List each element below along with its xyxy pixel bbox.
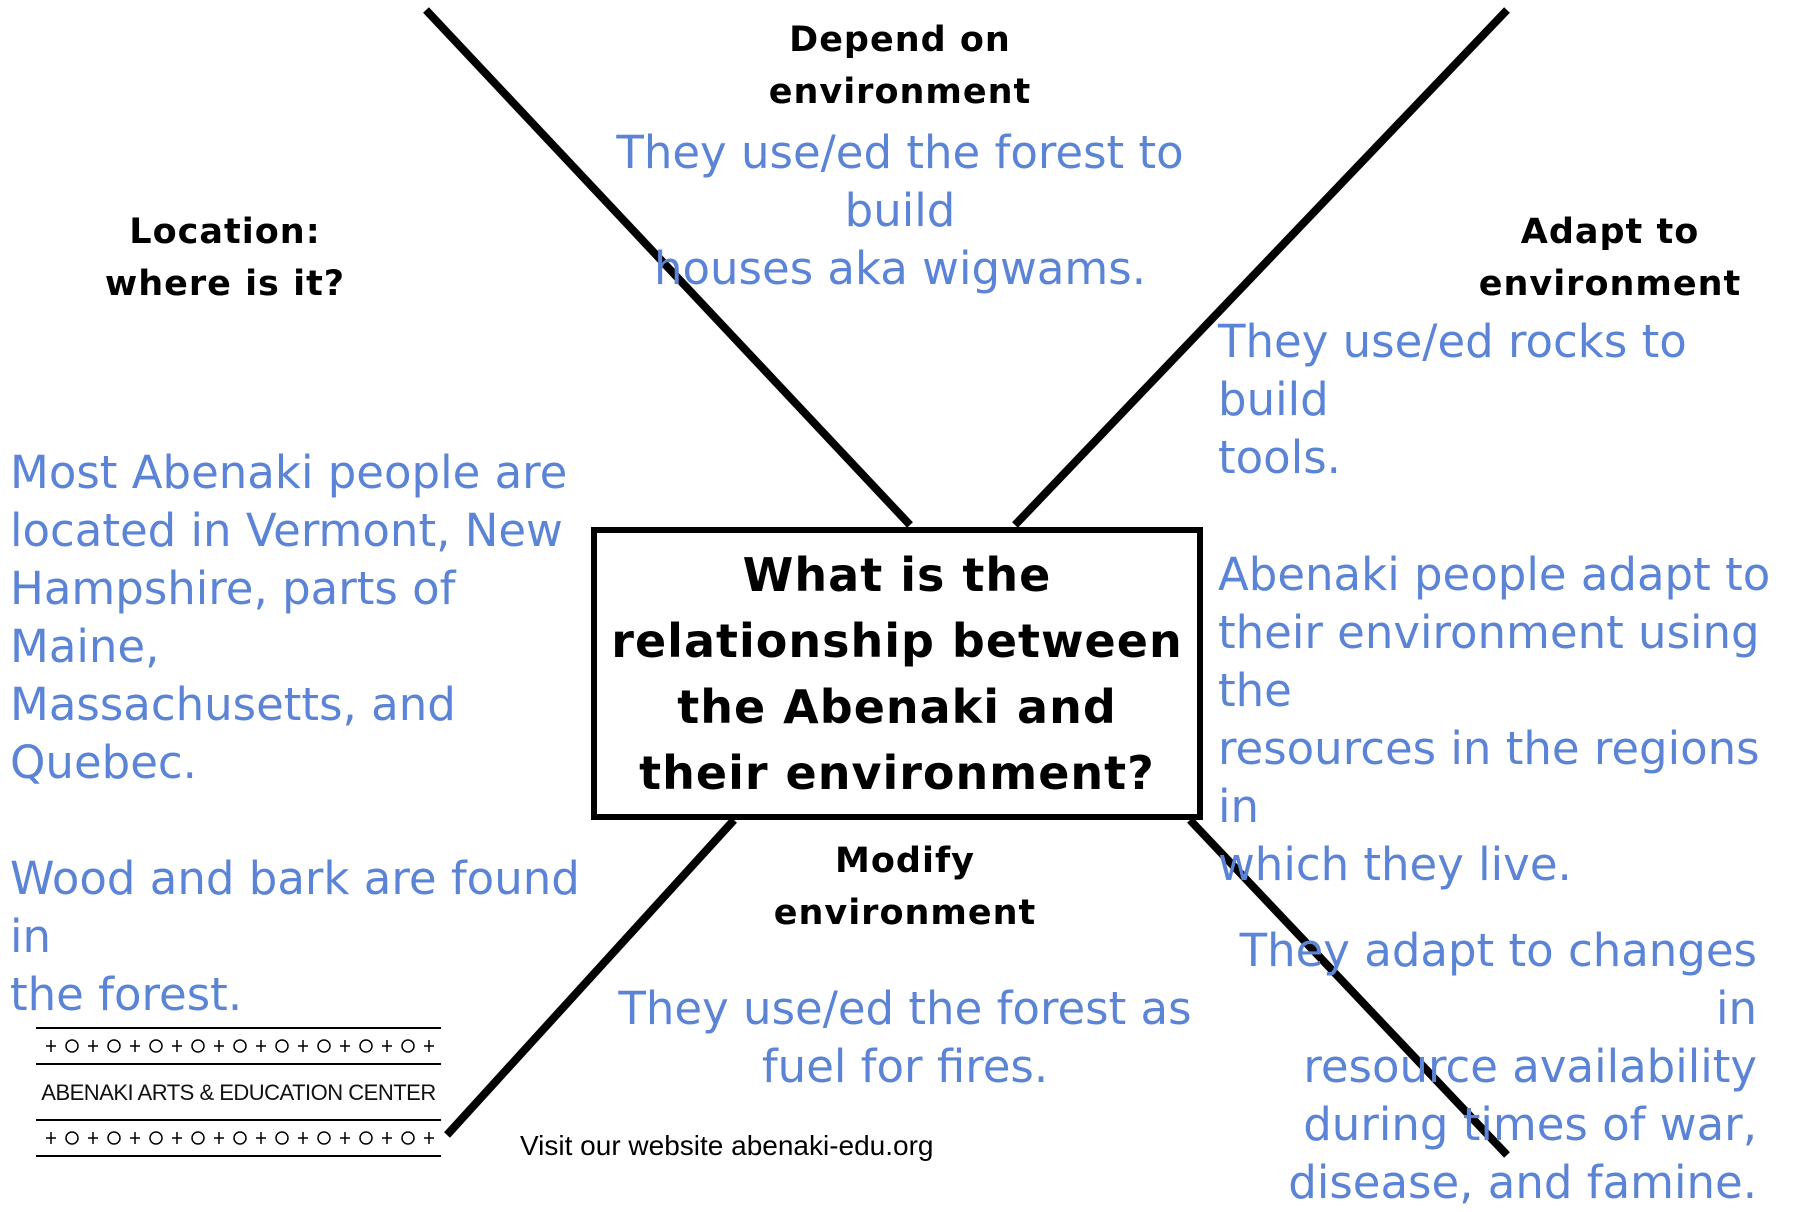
central-question-box: What is the relationship between the Abe… <box>591 527 1203 820</box>
location-answer: Most Abenaki people are located in Vermo… <box>10 444 590 1024</box>
upper-right-divider-line <box>1012 7 1510 528</box>
adapt-answer: They use/ed rocks to build tools. Abenak… <box>1218 313 1797 1212</box>
location-answer-paragraph: Most Abenaki people are located in Vermo… <box>10 446 568 789</box>
logo-bottom-border-pattern <box>36 1119 441 1157</box>
abenaki-center-logo: ABENAKI ARTS & EDUCATION CENTER <box>36 1026 441 1162</box>
adapt-changes-paragraph: They adapt to changes in resource availa… <box>1239 924 1757 1209</box>
resources-answer-paragraph: Wood and bark are found in the forest. <box>10 852 580 1021</box>
lower-right-divider-line <box>1187 817 1510 1158</box>
logo-top-border-pattern <box>36 1027 441 1065</box>
logo-name: ABENAKI ARTS & EDUCATION CENTER <box>41 1080 436 1105</box>
adapt-tools-paragraph: They use/ed rocks to build tools. <box>1218 315 1687 484</box>
upper-left-divider-line <box>423 7 913 528</box>
divider-lines <box>423 7 1510 1158</box>
lower-left-divider-line <box>444 817 737 1138</box>
website-link[interactable]: Visit our website abenaki-edu.org <box>520 1130 934 1161</box>
location-heading: Location:where is it? <box>104 212 346 304</box>
adapt-resources-paragraph: Abenaki people adapt to their environmen… <box>1218 548 1771 891</box>
